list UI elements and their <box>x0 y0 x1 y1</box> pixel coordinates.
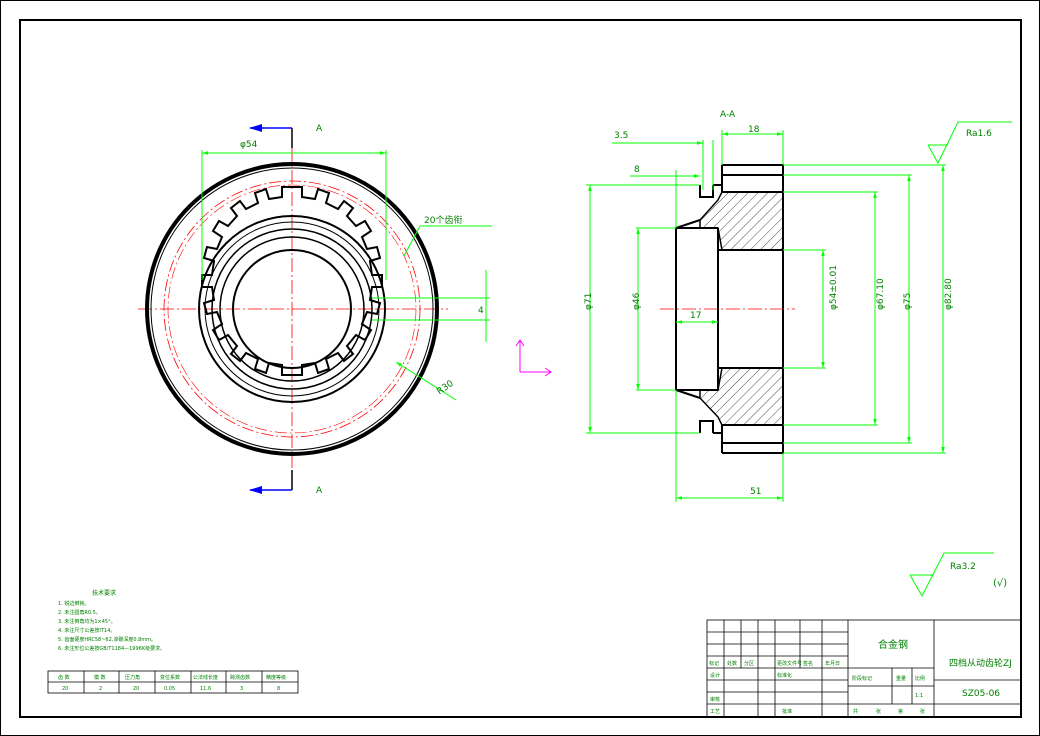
param-v3: 0.05 <box>164 686 175 692</box>
dim-r30-leader <box>395 361 457 401</box>
dim-d67-text: φ67.10 <box>876 278 886 310</box>
section-arrowhead-top <box>249 124 262 132</box>
note-3: 3. 未注倒角均为1×45°。 <box>58 618 116 625</box>
tb-part-name: 四档从动齿轮ZJ <box>949 657 1012 669</box>
tb-scale-label: 比例 <box>915 675 925 682</box>
dim-8-text: 8 <box>634 165 640 175</box>
note-5: 5. 齿面硬度HRC58~62,渗碳深度0.8mm。 <box>58 636 156 643</box>
note-6: 6. 未注形位公差按GB/T1184—1996K级要求。 <box>58 645 165 652</box>
param-h3: 变位系数 <box>160 674 180 681</box>
notes-title: 技术要求 <box>92 589 116 597</box>
tb-drawing-no: SZ05-06 <box>962 689 1000 699</box>
dim-17-text: 17 <box>690 311 701 321</box>
inner-ring-4 <box>219 236 365 382</box>
param-h2: 压力角 <box>125 674 140 681</box>
inner-ring-1 <box>198 215 386 403</box>
dim-d54tol-text: φ54±0.01 <box>829 265 839 310</box>
param-v4: 11.6 <box>200 686 211 692</box>
tb-sheet-0: 共 <box>853 708 858 715</box>
front-view: A A φ54 20个齿衔 4 R30 <box>138 124 492 496</box>
dim-teeth-leader <box>403 225 421 257</box>
dim-4-text: 4 <box>478 306 484 316</box>
tb-weight: 重量 <box>896 675 906 682</box>
inner-ring-2 <box>204 221 380 397</box>
ucs-icon <box>515 339 552 377</box>
inner-border <box>19 19 1022 718</box>
roughness-top-text: Ra1.6 <box>966 129 992 139</box>
dim-18-text: 18 <box>748 125 760 135</box>
tb-standardize: 标准化 <box>777 672 792 679</box>
dim-r30-text: R30 <box>435 379 455 398</box>
base-circle <box>167 184 417 434</box>
roughness-bottom-paren: (√) <box>993 578 1007 589</box>
tb-stage: 阶段标记 <box>852 675 872 682</box>
dim-35-text: 3.5 <box>614 131 628 141</box>
roughness-top: Ra1.6 <box>927 121 1012 165</box>
param-v2: 20 <box>133 686 139 692</box>
section-label-top: A <box>316 124 323 134</box>
title-block: 标记 处数 分区 更改文件号 签名 年月日 设计 标准化 审核 工艺 批准 合金… <box>706 619 1022 718</box>
param-v5: 3 <box>240 686 243 692</box>
dim-d71-text: φ71 <box>584 293 594 310</box>
tb-sheet-3: 张 <box>920 708 925 715</box>
param-v1: 2 <box>99 686 102 692</box>
tb-row-label-1: 处数 <box>727 660 737 667</box>
outer-rim <box>145 162 439 456</box>
tb-approve: 批准 <box>782 708 792 715</box>
param-h4: 公法线长度 <box>193 674 218 681</box>
hatch-lower <box>699 367 784 426</box>
note-4: 4. 未注尺寸公差按IT14。 <box>58 627 115 634</box>
pitch-circle <box>163 180 421 438</box>
hatch-upper <box>699 191 784 251</box>
note-1: 1. 锐边倒钝。 <box>58 600 89 607</box>
tb-material: 合金钢 <box>878 638 908 651</box>
tb-sheet-2: 第 <box>898 708 903 715</box>
dim-d75-text: φ75 <box>903 293 913 310</box>
tb-scale-value: 1:1 <box>915 693 923 699</box>
section-arrowhead-bottom <box>249 486 262 494</box>
tb-review: 审核 <box>710 696 720 703</box>
tb-row-label-3: 更改文件号 <box>777 660 802 667</box>
param-v6: 8 <box>277 686 280 692</box>
technical-notes: 技术要求 1. 锐边倒钝。 2. 未注圆角R0.5。 3. 未注倒角均为1×45… <box>58 589 165 652</box>
tb-sheet-1: 张 <box>876 708 881 715</box>
tb-process: 工艺 <box>710 709 720 715</box>
inner-ring-3 <box>211 228 373 390</box>
param-h6: 精度等级 <box>266 674 286 681</box>
dim-d46-text: φ46 <box>632 292 642 310</box>
outer-rim-inner <box>150 167 434 451</box>
dim-51-text: 51 <box>750 487 761 497</box>
param-h5: 跨测齿数 <box>230 674 250 681</box>
param-h0: 齿 数 <box>58 674 70 681</box>
dim-teeth-text: 20个齿衔 <box>424 214 462 226</box>
param-table: 齿 数 模 数 压力角 变位系数 公法线长度 跨测齿数 精度等级 20 2 20… <box>47 670 299 694</box>
param-h1: 模 数 <box>94 674 106 681</box>
section-label-bottom: A <box>316 486 323 496</box>
dim-d82-text: φ82.80 <box>944 278 954 310</box>
param-v0: 20 <box>62 686 68 692</box>
bore <box>232 249 352 369</box>
tb-row-label-4: 签名 <box>803 660 813 667</box>
roughness-bottom-text: Ra3.2 <box>950 562 976 572</box>
tb-design: 设计 <box>710 672 720 679</box>
section-title: A-A <box>720 110 736 120</box>
note-2: 2. 未注圆角R0.5。 <box>58 609 101 616</box>
section-view: A-A 3.5 <box>584 110 954 502</box>
dim-d54-text: φ54 <box>240 140 258 150</box>
tb-row-label-2: 分区 <box>744 660 754 667</box>
spline-teeth <box>201 186 383 376</box>
tb-row-label-5: 年月日 <box>825 660 840 667</box>
roughness-bottom: Ra3.2 (√) <box>909 552 1007 598</box>
tb-row-label-0: 标记 <box>709 660 719 667</box>
